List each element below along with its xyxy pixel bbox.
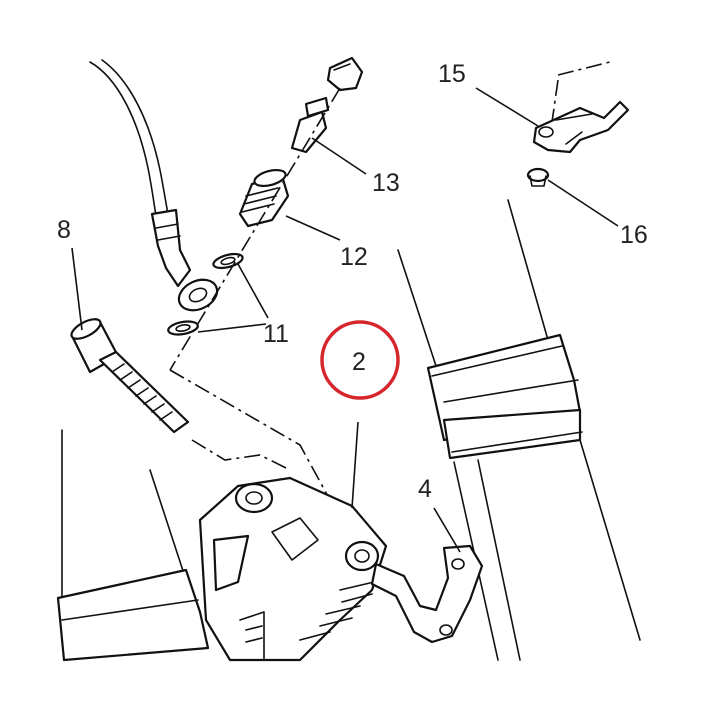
fork-leg-right xyxy=(397,199,641,661)
callout-13: 13 xyxy=(372,169,400,197)
callout-2: 2 xyxy=(352,348,366,376)
fork-leg-left xyxy=(56,429,210,662)
leader-lines xyxy=(71,87,619,553)
callout-8: 8 xyxy=(57,216,71,244)
pad-retaining-clip xyxy=(370,544,484,644)
caliper-bolt xyxy=(70,318,190,434)
brake-hose xyxy=(89,59,192,288)
sealing-washers xyxy=(167,252,244,336)
callout-16: 16 xyxy=(620,221,648,249)
hose-bracket xyxy=(532,100,630,154)
brake-caliper xyxy=(198,476,388,662)
callout-15: 15 xyxy=(438,60,466,88)
callout-11: 11 xyxy=(263,320,289,348)
bleed-valve xyxy=(290,56,364,154)
callout-12: 12 xyxy=(340,243,368,271)
bracket-screw xyxy=(526,167,550,187)
highlight-ring xyxy=(320,320,400,400)
banjo-bolt xyxy=(238,168,290,228)
banjo-fitting xyxy=(177,278,219,312)
callout-4: 4 xyxy=(418,475,432,503)
callout-labels: 8 11 12 13 15 16 2 4 xyxy=(57,60,648,503)
